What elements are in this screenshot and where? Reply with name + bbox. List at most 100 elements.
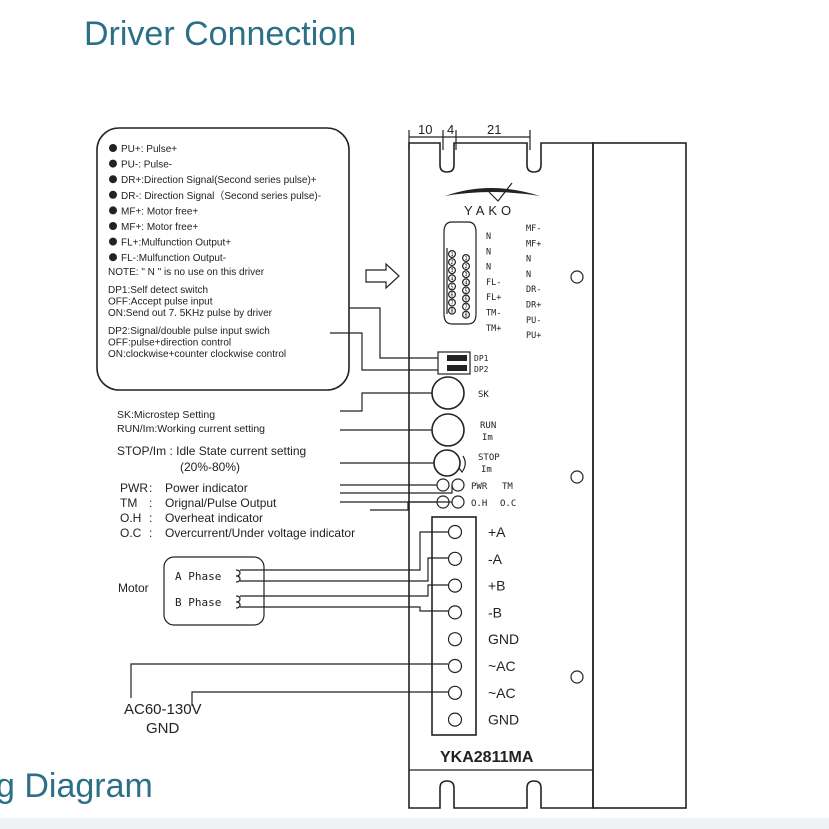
stop-description-range: (20%-80%) (180, 460, 240, 474)
terminal-screw[interactable] (447, 712, 463, 727)
indicator-abbr: O.C (120, 526, 142, 540)
indicator-colon: : (149, 496, 152, 510)
power-gnd-label: GND (146, 720, 180, 737)
indicator-abbr: PWR (120, 481, 148, 495)
terminal-screw[interactable] (447, 685, 463, 700)
indicator-colon: : (149, 511, 152, 525)
signal-definition: FL-:Mulfunction Output- (121, 253, 226, 264)
bullet-icon (109, 222, 117, 230)
connector-pin: 88 (448, 306, 471, 319)
coil-b-icon (235, 595, 241, 609)
terminal-screw[interactable] (447, 551, 463, 566)
signal-definitions-box (96, 127, 350, 391)
indicator-desc: Power indicator (165, 481, 248, 495)
signal-definition: DR+:Direction Signal(Second series pulse… (121, 175, 317, 186)
run-description: RUN/Im:Working current setting (117, 423, 265, 435)
connector-label-left: FL- (486, 278, 501, 288)
led-label-oc: O.C (500, 499, 516, 509)
terminal-screw[interactable] (447, 658, 463, 674)
connector-label-left: N (486, 247, 491, 257)
stop-knob-sublabel: Im (481, 465, 492, 475)
dip-label-dp1: DP1 (474, 354, 489, 363)
run-knob[interactable] (431, 413, 465, 447)
connector-pin: 66 (448, 290, 471, 303)
signal-definition: MF+: Motor free+ (121, 206, 198, 217)
connector-pin: 55 (448, 282, 471, 295)
terminal-screw[interactable] (447, 524, 463, 540)
signal-definition: PU-: Pulse- (121, 160, 172, 171)
pin-number: 6 (451, 293, 454, 299)
bullet-icon (109, 175, 117, 184)
sk-knob[interactable] (431, 376, 465, 410)
pin-number: 4 (451, 276, 454, 282)
arrow-icon (365, 262, 400, 290)
terminal-label: ~AC (488, 658, 516, 674)
connector-pin: 22 (448, 258, 471, 271)
model-label: YKA2811MA (440, 749, 534, 766)
terminal-screw[interactable] (447, 605, 463, 620)
dip-switch[interactable]: DP1 DP2 (437, 351, 489, 375)
pin-number: 8 (451, 309, 454, 315)
terminal-label: -B (488, 604, 502, 620)
dimension-marks: 10 4 21 (408, 122, 531, 150)
pin-number: 4 (465, 280, 468, 286)
led-label-oh: O.H (471, 499, 487, 509)
signal-definition: MF+: Motor free+ (121, 222, 198, 233)
terminal-label: -A (488, 551, 503, 567)
motor-box (163, 556, 265, 626)
sk-description: SK:Microstep Setting (117, 409, 215, 421)
phase-a-label: A Phase (175, 570, 221, 583)
connector-pin: 33 (448, 266, 471, 279)
driver-body: YKA2811MA (408, 142, 687, 809)
stop-knob[interactable] (433, 449, 461, 477)
pin-number: 8 (465, 313, 468, 319)
connector-label-right: MF- (526, 224, 541, 234)
connector-label-left: FL+ (486, 293, 501, 303)
bullet-icon (109, 159, 117, 168)
terminal-screw[interactable] (447, 578, 463, 593)
motor-label: Motor (118, 581, 149, 595)
pin-number: 7 (451, 301, 454, 307)
connector-pin: 11 (448, 250, 471, 263)
stop-knob-label: STOP (478, 453, 500, 463)
terminal-label: +A (488, 524, 506, 540)
terminal-screw[interactable] (447, 632, 463, 647)
indicator-desc: Overheat indicator (165, 511, 263, 525)
pin-number: 5 (465, 288, 468, 294)
pin-number: 5 (451, 284, 454, 290)
bullet-icon (109, 190, 117, 199)
pin-number: 1 (451, 252, 454, 258)
brand-logo: YAKO (445, 182, 540, 218)
dp2-note: ON:clockwise+counter clockwise control (108, 349, 286, 360)
signal-definition: FL+:Mulfunction Output+ (121, 238, 231, 249)
terminal-label: GND (488, 712, 519, 728)
bottom-band (0, 818, 829, 829)
terminal-block (431, 516, 477, 736)
pin-number: 7 (465, 305, 468, 311)
pin-number: 3 (451, 268, 454, 274)
led-label-pwr: PWR (471, 482, 488, 492)
pin-number: 2 (451, 260, 454, 266)
indicator-desc: Orignal/Pulse Output (165, 496, 277, 510)
dp2-note: DP2:Signal/double pulse input swich (108, 326, 270, 337)
pin-number: 3 (465, 272, 468, 278)
dp1-note: OFF:Accept pulse input (108, 297, 213, 308)
bullet-icon (109, 237, 117, 246)
signal-definition: DR-: Direction Signal（Second series puls… (121, 190, 321, 202)
connector-label-right: DR- (526, 285, 541, 295)
pin-number: 6 (465, 297, 468, 303)
signal-definition: PU+: Pulse+ (121, 144, 177, 155)
connector-label-left: N (486, 232, 491, 242)
indicator-desc: Overcurrent/Under voltage indicator (165, 526, 355, 540)
phase-b-label: B Phase (175, 596, 221, 609)
led-indicators: PWR TM O.H O.C (436, 478, 516, 509)
connector-label-right: DR+ (526, 301, 541, 311)
power-voltage-label: AC60-130V (124, 701, 202, 718)
connector-label-right: PU- (526, 316, 541, 326)
connector-label-right: PU+ (526, 331, 541, 341)
stop-description: STOP/Im : Idle State current setting (117, 444, 306, 458)
connector-pin: 44 (448, 274, 471, 287)
connector-label-right: MF+ (526, 239, 541, 249)
